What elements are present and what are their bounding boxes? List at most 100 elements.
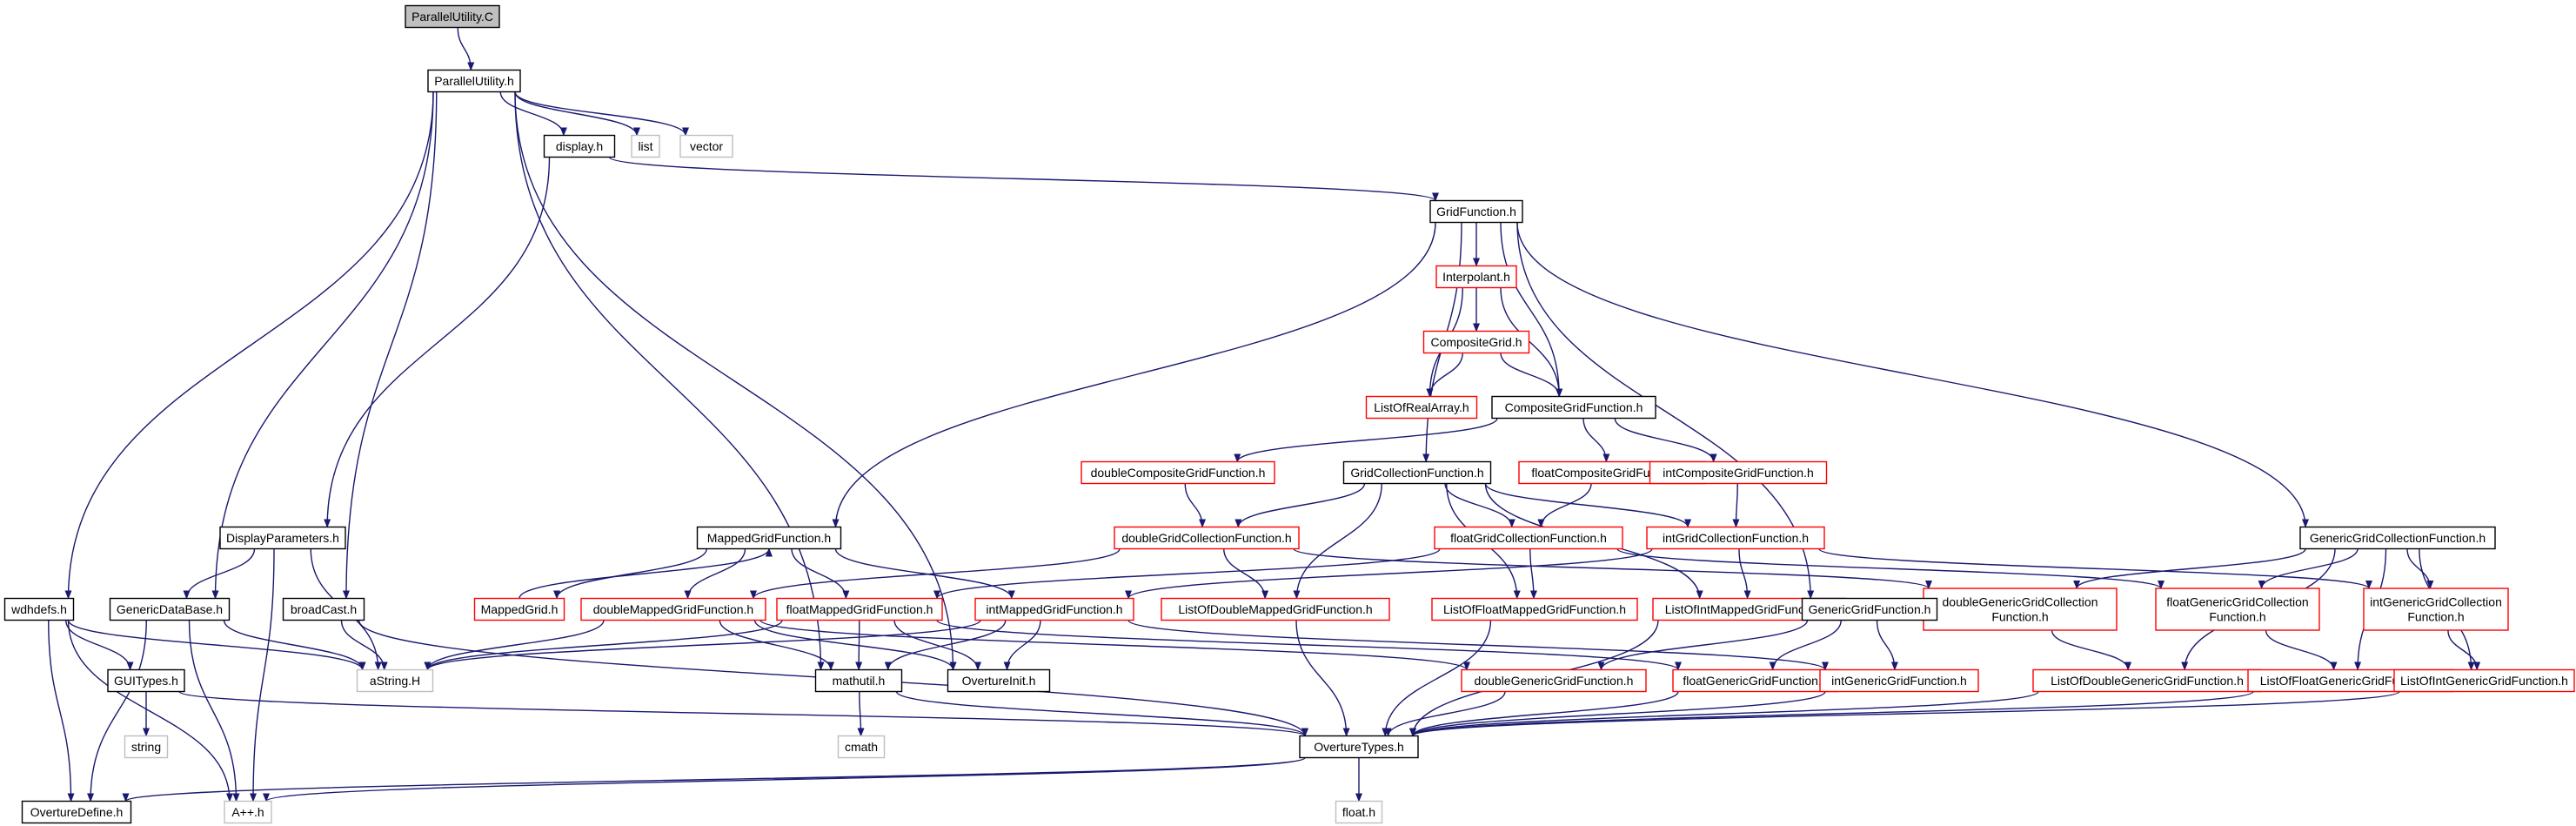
file-node-compgridfunc[interactable]: CompositeGridFunction.h	[1491, 395, 1656, 420]
file-node-overtureinit[interactable]: OvertureInit.h	[947, 668, 1051, 693]
include-edge-pu_h-to-wdhdefs	[64, 91, 434, 600]
include-edge-guitypes-to-overturetypes	[178, 690, 1308, 737]
file-node-intmappedgf[interactable]: intMappedGridFunction.h	[974, 597, 1134, 621]
include-arrow	[1125, 547, 1653, 600]
include-edge-lofltgengf-to-overturetypes	[1409, 690, 2254, 737]
include-arrow	[1818, 547, 2372, 589]
file-node-box	[1434, 526, 1623, 550]
file-node-label: OvertureInit.h	[962, 674, 1036, 688]
include-arrow	[1409, 690, 2254, 737]
file-node-overturetypes[interactable]: OvertureTypes.h	[1299, 735, 1419, 759]
include-edge-intmappedgf-to-mathutil	[884, 620, 1007, 671]
file-node-pu_c[interactable]: ParallelUtility.C	[405, 4, 500, 29]
file-node-label: intGenericGridCollection	[2370, 595, 2502, 609]
file-node-gendb[interactable]: GenericDataBase.h	[109, 597, 231, 621]
file-node-lodblmappedgf[interactable]: ListOfDoubleMappedGridFunction.h	[1161, 597, 1390, 621]
file-node-gridfunc[interactable]: GridFunction.h	[1429, 199, 1523, 224]
file-node-display[interactable]: display.h	[543, 134, 616, 158]
file-node-pu_h[interactable]: ParallelUtility.h	[427, 69, 521, 93]
file-node-lofltmappedgf[interactable]: ListOfFloatMappedGridFunction.h	[1431, 597, 1638, 621]
include-arrow	[64, 91, 434, 600]
include-edge-intmappedgf-to-intgengf	[1127, 619, 1829, 671]
file-node-lointgengf[interactable]: ListOfIntGenericGridFunction.h	[2393, 668, 2575, 693]
file-node-label: ListOfFloatMappedGridFunction.h	[1443, 602, 1626, 616]
file-node-dblmappedgf[interactable]: doubleMappedGridFunction.h	[580, 597, 766, 621]
include-edge-intgridcollf-to-intmappedgf	[1125, 547, 1653, 600]
file-node-box	[947, 668, 1051, 693]
include-edge-pu_h-to-broadcast	[342, 91, 438, 600]
file-node-mappedgrid[interactable]: MappedGrid.h	[473, 597, 565, 621]
file-node-interpolant[interactable]: Interpolant.h	[1435, 265, 1517, 289]
file-node-gengcf[interactable]: GenericGridCollectionFunction.h	[2299, 526, 2496, 550]
file-node-guitypes[interactable]: GUITypes.h	[107, 668, 185, 693]
include-arrow	[2258, 548, 2359, 589]
include-edge-wdhdefs-to-astring	[67, 620, 366, 671]
include-edge-fltcompgf-to-fltgridcollf	[1537, 483, 1592, 528]
file-node-dblgengf[interactable]: doubleGenericGridFunction.h	[1461, 668, 1647, 693]
file-node-box	[1161, 597, 1390, 621]
file-node-box	[696, 526, 842, 550]
file-node-broadcast[interactable]: broadCast.h	[282, 597, 365, 621]
file-node-lorealarray[interactable]: ListOfRealArray.h	[1365, 395, 1478, 420]
file-node-intgengf[interactable]: intGenericGridFunction.h	[1819, 668, 1979, 693]
include-arrow	[67, 620, 366, 671]
include-arrow	[424, 620, 605, 671]
include-arrow	[1409, 691, 1679, 737]
file-node-label: ListOfIntGenericGridFunction.h	[2400, 674, 2568, 688]
include-arrow	[2406, 548, 2434, 589]
file-node-fltgengf[interactable]: floatGenericGridFunction.h	[1672, 668, 1839, 693]
file-node-label: float.h	[1342, 805, 1375, 819]
file-node-wdhdefs[interactable]: wdhdefs.h	[3, 597, 75, 621]
include-edge-mappedgf-to-fltmappedgf	[791, 548, 850, 600]
file-nodes: ParallelUtility.C ParallelUtility.h displa…	[3, 4, 2575, 824]
file-node-intcompgf[interactable]: intCompositeGridFunction.h	[1649, 460, 1828, 485]
include-arrow	[1876, 620, 1898, 671]
include-arrow	[424, 620, 783, 671]
include-edge-overturetypes-to-app	[263, 756, 1306, 802]
file-node-label: ListOfIntMappedGridFunction.h	[1665, 602, 1835, 616]
include-edge-fltgridcollf-to-fltgengcf	[1616, 547, 2165, 589]
file-node-list: list	[631, 134, 660, 158]
file-node-box	[1081, 460, 1275, 485]
file-node-mathutil[interactable]: mathutil.h	[814, 668, 903, 693]
file-node-box	[473, 597, 565, 621]
include-edge-mappedgf-to-intmappedgf	[834, 548, 1015, 600]
file-node-fltgridcollf[interactable]: floatGridCollectionFunction.h	[1434, 526, 1623, 550]
file-node-dispparams[interactable]: DisplayParameters.h	[219, 526, 346, 550]
include-edge-dblmappedgf-to-mathutil	[719, 620, 835, 671]
include-edge-pu_h-to-display	[499, 91, 567, 137]
include-arrow	[1484, 483, 1692, 528]
file-node-label: vector	[690, 139, 723, 153]
file-node-label: display.h	[556, 139, 603, 153]
file-node-compgrid[interactable]: CompositeGrid.h	[1422, 330, 1530, 354]
include-arrow	[324, 157, 551, 528]
include-arrow	[1127, 619, 1829, 671]
file-node-box	[427, 69, 521, 93]
file-node-dblcompgf[interactable]: doubleCompositeGridFunction.h	[1081, 460, 1275, 485]
file-node-overturedefine[interactable]: OvertureDefine.h	[21, 800, 132, 824]
file-node-gridcollf[interactable]: GridCollectionFunction.h	[1342, 460, 1492, 485]
file-node-dblgridcollf[interactable]: doubleGridCollectionFunction.h	[1114, 526, 1300, 550]
file-node-lodblgengf[interactable]: ListOfDoubleGenericGridFunction.h	[2032, 668, 2262, 693]
include-edge-gendb-to-astring	[223, 620, 366, 671]
include-edge-dispparams-to-gendb	[183, 548, 256, 600]
file-node-mappedgf[interactable]: MappedGridFunction.h	[696, 526, 842, 550]
include-arrow	[1184, 483, 1207, 528]
file-node-label: cmath	[845, 740, 878, 754]
file-node-gengf[interactable]: GenericGridFunction.h	[1801, 597, 1938, 621]
file-node-intgridcollf[interactable]: intGridCollectionFunction.h	[1646, 526, 1825, 550]
include-arrow	[67, 620, 233, 802]
include-arrow	[1223, 548, 1269, 600]
include-arrow	[1732, 483, 1740, 528]
include-arrow	[1500, 287, 1563, 398]
file-node-fltmappedgf[interactable]: floatMappedGridFunction.h	[776, 597, 943, 621]
include-edge-intgridcollf-to-intgengcf	[1818, 547, 2372, 589]
file-node-box	[109, 597, 231, 621]
file-node-label: mathutil.h	[833, 674, 886, 688]
include-arrow	[895, 690, 1308, 737]
include-edge-fltmappedgf-to-astring	[424, 620, 783, 671]
